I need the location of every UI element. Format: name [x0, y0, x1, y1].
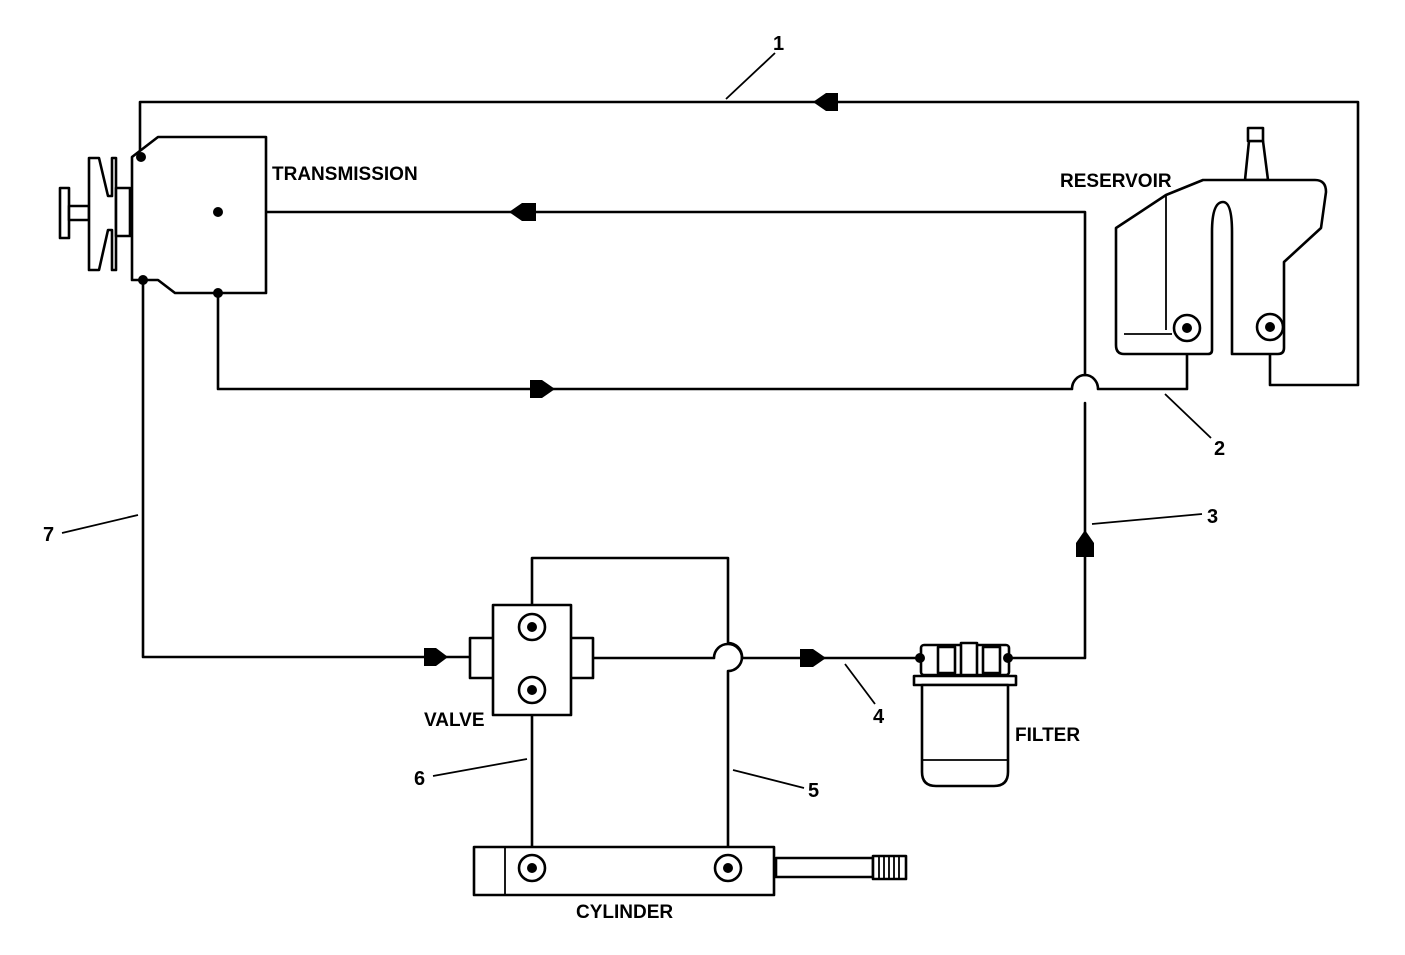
- reservoir: [1114, 126, 1328, 356]
- callout-1: 1: [773, 33, 784, 55]
- pulley-shaft: [67, 204, 91, 222]
- filter-flange: [912, 674, 1018, 687]
- reservoir-tank: [1114, 178, 1328, 356]
- leader-line-4: [844, 663, 876, 705]
- filter-canister: [920, 683, 1010, 788]
- callout-3: 3: [1207, 506, 1218, 528]
- valve-right-spool: [568, 636, 595, 680]
- flow-arrow-right-valve: [424, 648, 448, 666]
- pulley-hub-cap: [58, 186, 71, 240]
- valve: [468, 603, 595, 717]
- transmission: [58, 135, 268, 298]
- filler-neck-icon: [1243, 139, 1270, 182]
- flow-arrow-up-line-3: [1076, 530, 1094, 557]
- pipe-line-5: [530, 556, 744, 870]
- cylinder: [472, 845, 908, 897]
- callout-5: 5: [808, 780, 819, 802]
- pipe-line-2: [216, 291, 1189, 391]
- pipe-line-1: [138, 100, 1360, 387]
- pipe-line-4: [591, 642, 922, 660]
- pulley-flange: [114, 186, 132, 238]
- leader-line-2: [1164, 393, 1212, 439]
- flow-arrow-right-mid: [530, 380, 555, 398]
- valve-left-spool: [468, 636, 496, 680]
- pulley-icon: [87, 156, 118, 272]
- flow-arrow-left-top: [813, 93, 838, 111]
- label-filter: FILTER: [1015, 725, 1080, 746]
- leader-line-7: [61, 514, 139, 534]
- transmission-body: [130, 135, 268, 295]
- leader-line-1: [725, 52, 776, 100]
- callout-6: 6: [414, 768, 425, 790]
- label-cylinder: CYLINDER: [576, 902, 673, 923]
- flow-arrow-left-mid: [509, 203, 536, 221]
- leader-line-3: [1091, 513, 1203, 525]
- pipe-line-7: [141, 278, 472, 659]
- leader-line-5: [732, 769, 805, 789]
- leader-line-6: [432, 758, 528, 777]
- callout-7: 7: [43, 524, 54, 546]
- label-valve: VALVE: [424, 710, 485, 731]
- flow-arrow-right-filter: [800, 649, 826, 667]
- filter: [912, 641, 1018, 788]
- label-transmission: TRANSMISSION: [272, 164, 418, 185]
- callout-2: 2: [1214, 438, 1225, 460]
- pipe-line-3: [1006, 401, 1087, 660]
- label-reservoir: RESERVOIR: [1060, 171, 1172, 192]
- pipe-transmission-feed: [216, 210, 1087, 377]
- cylinder-rod: [774, 856, 875, 879]
- callout-4: 4: [873, 706, 885, 728]
